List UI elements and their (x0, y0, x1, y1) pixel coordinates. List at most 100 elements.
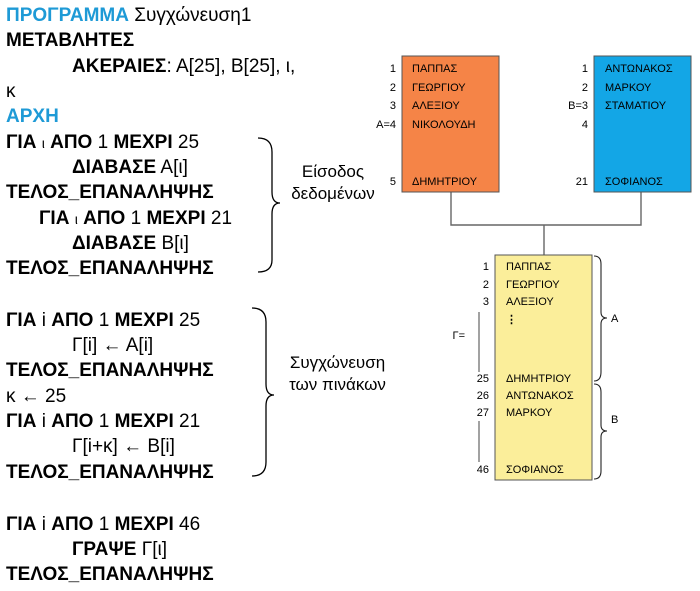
input-annotation-line2: δεδομένων (291, 184, 375, 203)
assignment: Γ[i] ← Α[i] (72, 335, 154, 356)
variables-keyword: ΜΕΤΑΒΛΗΤΕΣ (6, 30, 135, 51)
assign-k-line: κ ← 25 (6, 384, 66, 409)
loop3-body: Γ[i] ← Α[i] (72, 333, 153, 358)
array-a-name: ΔΗΜΗΤΡΙΟΥ (412, 176, 478, 188)
for-keyword: ΓΙΑ (6, 132, 37, 153)
array-g-index: 2 (483, 279, 489, 291)
array-g-index: 27 (477, 407, 489, 419)
loop1-header: ΓΙΑ ι ΑΠΟ 1 ΜΕΧΡΙ 25 (6, 130, 199, 156)
array-b-name: ΑΝΤΩΝΑΚΟΣ (605, 63, 673, 75)
array-a-name: ΠΑΠΠΑΣ (412, 63, 458, 75)
integers-declaration-continued: κ (6, 79, 16, 104)
loop3-header: ΓΙΑ i ΑΠΟ 1 ΜΕΧΡΙ 25 (6, 308, 200, 333)
assignment: κ ← 25 (6, 386, 67, 407)
array-g-name: ΓΕΩΡΓΙΟΥ (506, 279, 560, 291)
merge-annotation-line1: Συγχώνευση (289, 353, 386, 372)
array-g-name: ΑΝΤΩΝΑΚΟΣ (506, 390, 574, 402)
array-a-name: ΓΕΩΡΓΙΟΥ (412, 82, 466, 94)
array-g-index: 46 (477, 464, 489, 476)
write-keyword: ΓΡΑΨΕ (72, 539, 137, 560)
array-g-box (494, 254, 593, 481)
array-g-ellipsis: ⋮ (506, 314, 517, 326)
loop-start: 1 (98, 411, 110, 432)
input-annotation-line1: Είσοδος (301, 162, 365, 181)
loop-var: i (41, 310, 46, 331)
loop-var: i (41, 411, 46, 432)
loop2-header: ΓΙΑ ι ΑΠΟ 1 ΜΕΧΡΙ 21 (39, 206, 232, 232)
endloop-keyword: ΤΕΛΟΣ_ΕΠΑΝΑΛΗΨΗΣ (6, 182, 214, 203)
loop-end: 25 (177, 132, 200, 153)
loop2-end: ΤΕΛΟΣ_ΕΠΑΝΑΛΗΨΗΣ (6, 256, 214, 281)
loop-start: 1 (97, 132, 109, 153)
array-a-index: 2 (390, 82, 396, 94)
array-b-index: 2 (582, 82, 588, 94)
loop-var: ι (74, 211, 78, 227)
loop-end: 46 (179, 514, 201, 535)
input-brace (257, 137, 281, 273)
read-target: Α[ι] (160, 157, 188, 178)
loop3-end: ΤΕΛΟΣ_ΕΠΑΝΑΛΗΨΗΣ (6, 358, 214, 383)
endloop-keyword: ΤΕΛΟΣ_ΕΠΑΝΑΛΗΨΗΣ (6, 258, 214, 279)
connector-lines (450, 192, 642, 255)
array-b-box (593, 55, 692, 193)
array-b: 1 2 Β=3 4 21 ΑΝΤΩΝΑΚΟΣ ΜΑΡΚΟΥ ΣΤΑΜΑΤΙΟΥ … (568, 55, 692, 193)
array-a-index: 5 (390, 176, 396, 188)
for-keyword: ΓΙΑ (6, 514, 37, 535)
array-g: 1 2 3 Γ= 25 26 27 46 ΠΑΠΠΑΣ ΓΕΩΡΓΙΟΥ ΑΛΕ… (453, 254, 619, 481)
for-keyword: ΓΙΑ (6, 411, 37, 432)
for-keyword: ΓΙΑ (6, 310, 37, 331)
array-a-index: 3 (390, 100, 396, 112)
array-g-name: ΔΗΜΗΤΡΙΟΥ (506, 373, 572, 385)
to-keyword: ΜΕΧΡΙ (146, 208, 206, 229)
array-a-index: 1 (390, 63, 396, 75)
array-g-brace-a-label: Α (611, 313, 619, 325)
integers-list: : Α[25], Β[25], ι, (166, 56, 296, 77)
integers-declaration: ΑΚΕΡΑΙΕΣ: Α[25], Β[25], ι, (72, 54, 295, 79)
loop-start: 1 (98, 514, 110, 535)
begin-keyword: ΑΡΧΗ (6, 106, 59, 127)
to-keyword: ΜΕΧΡΙ (114, 514, 174, 535)
read-keyword: ΔΙΑΒΑΣΕ (72, 233, 157, 254)
array-b-index: 21 (576, 176, 588, 188)
array-b-index: 1 (582, 63, 588, 75)
begin-line: ΑΡΧΗ (6, 104, 59, 129)
program-name: Συγχώνευση1 (134, 5, 252, 26)
from-keyword: ΑΠΟ (51, 411, 94, 432)
loop-end: 21 (179, 411, 201, 432)
loop2-body: ΔΙΑΒΑΣΕ Β[ι] (72, 231, 189, 256)
loop-var: ι (41, 135, 45, 151)
to-keyword: ΜΕΧΡΙ (114, 310, 174, 331)
from-keyword: ΑΠΟ (50, 132, 93, 153)
array-g-index: 1 (483, 261, 489, 273)
loop-end: 25 (179, 310, 201, 331)
to-keyword: ΜΕΧΡΙ (113, 132, 173, 153)
array-g-name: ΠΑΠΠΑΣ (506, 261, 552, 273)
for-keyword: ΓΙΑ (39, 208, 70, 229)
loop4-body: Γ[i+κ] ← Β[i] (72, 434, 175, 459)
array-b-name: ΣΟΦΙΑΝΟΣ (605, 176, 663, 188)
read-target: Β[ι] (161, 233, 189, 254)
loop4-end: ΤΕΛΟΣ_ΕΠΑΝΑΛΗΨΗΣ (6, 460, 214, 485)
program-keyword: ΠΡΟΓΡΑΜΜΑ (6, 5, 129, 26)
endloop-keyword: ΤΕΛΟΣ_ΕΠΑΝΑΛΗΨΗΣ (6, 360, 214, 381)
array-a-name: ΑΛΕΞΙΟΥ (412, 100, 460, 112)
array-a-label: Α=4 (376, 119, 396, 131)
array-g-name: ΑΛΕΞΙΟΥ (506, 296, 554, 308)
program-header: ΠΡΟΓΡΑΜΜΑ Συγχώνευση1 (6, 3, 251, 28)
array-b-label: Β=3 (568, 100, 588, 112)
loop-start: 1 (98, 310, 110, 331)
array-g-label: Γ= (453, 330, 465, 342)
loop-end: 21 (210, 208, 233, 229)
from-keyword: ΑΠΟ (51, 310, 94, 331)
array-g-index: 25 (477, 373, 489, 385)
array-b-name: ΜΑΡΚΟΥ (605, 82, 652, 94)
loop1-body: ΔΙΑΒΑΣΕ Α[ι] (72, 155, 188, 180)
array-a-box (401, 55, 500, 193)
integers-list-cont: κ (6, 81, 16, 102)
merge-annotation-line2: των πινάκων (289, 375, 386, 394)
loop5-end: ΤΕΛΟΣ_ΕΠΑΝΑΛΗΨΗΣ (6, 562, 214, 587)
array-b-name: ΣΤΑΜΑΤΙΟΥ (605, 100, 667, 112)
loop5-body: ΓΡΑΨΕ Γ[ι] (72, 537, 167, 562)
array-a: 1 2 3 Α=4 5 ΠΑΠΠΑΣ ΓΕΩΡΓΙΟΥ ΑΛΕΞΙΟΥ ΝΙΚΟ… (376, 55, 500, 193)
loop5-header: ΓΙΑ i ΑΠΟ 1 ΜΕΧΡΙ 46 (6, 512, 200, 537)
